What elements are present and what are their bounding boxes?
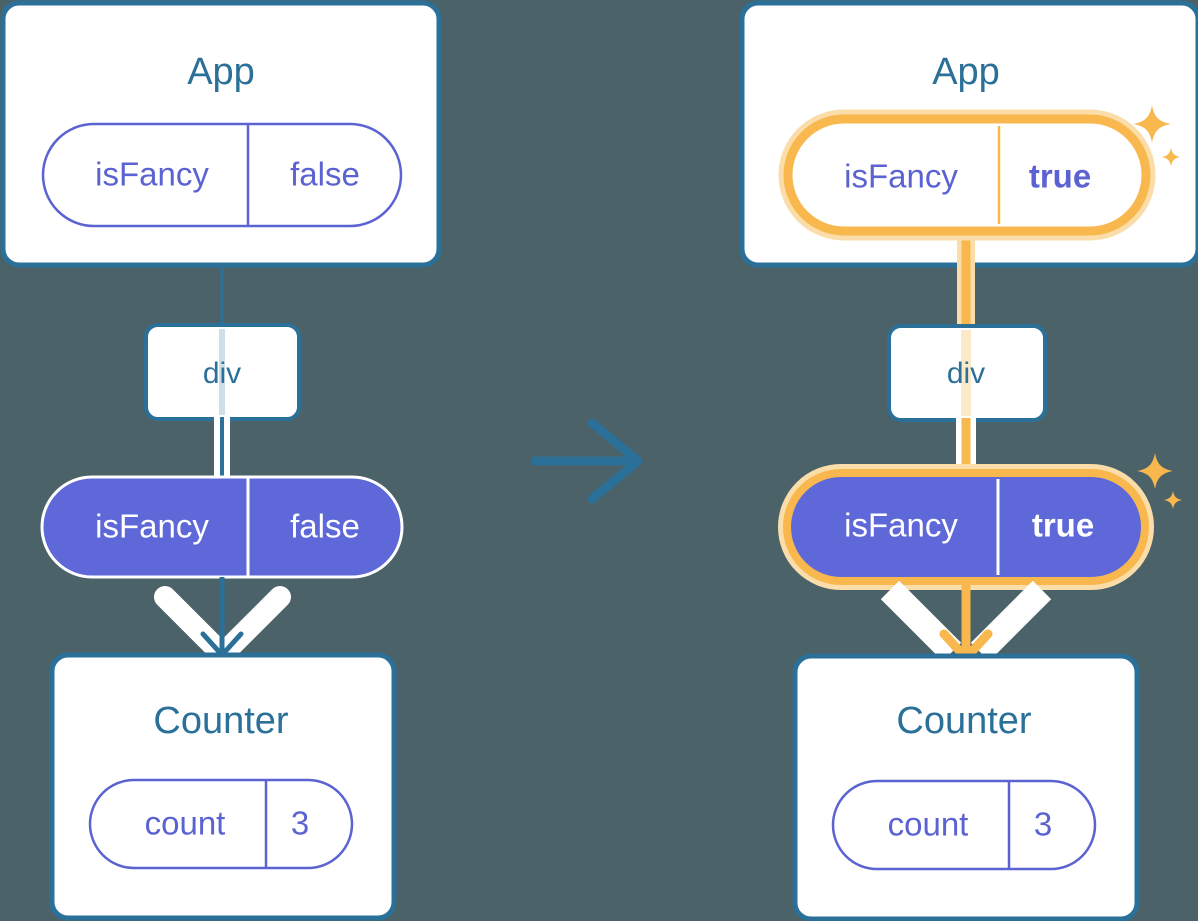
prop-pill-value-before: false: [290, 508, 360, 545]
prop-pill-name-after: isFancy: [844, 507, 958, 544]
counter-title-after: Counter: [896, 700, 1032, 742]
counter-title-before: Counter: [153, 700, 289, 742]
after-diagram: App isFancy true div: [739, 0, 1198, 921]
app-pill-ring-after: [783, 114, 1151, 236]
prop-pill-before[interactable]: isFancy false: [40, 475, 404, 579]
app-pill-name-before: isFancy: [95, 156, 209, 193]
counter-pill-name-after: count: [888, 806, 969, 843]
arrow-wings-after: [880, 580, 1052, 662]
before-diagram: App isFancy false div isFancy false: [0, 0, 442, 921]
counter-box-after[interactable]: Counter count 3: [792, 653, 1140, 921]
counter-box-before[interactable]: Counter count 3: [49, 652, 397, 921]
app-pill-frame-before: [41, 122, 403, 228]
app-title-before: App: [187, 51, 255, 93]
app-pill-after[interactable]: isFancy true: [778, 109, 1156, 241]
counter-pill-value-after: 3: [1034, 806, 1052, 843]
app-title-after: App: [932, 51, 1000, 93]
sparkle-large-icon: [1137, 453, 1173, 489]
arrow-to-counter-before: [200, 577, 244, 658]
transition-arrow-icon: [530, 418, 643, 504]
app-pill-name-after: isFancy: [844, 158, 958, 195]
div-box-after[interactable]: div: [887, 324, 1047, 422]
prop-pill-value-after: true: [1032, 507, 1094, 544]
sparkle-small-icon: [1164, 491, 1182, 509]
counter-pill-name-before: count: [145, 805, 226, 842]
app-pill-value-before: false: [290, 156, 360, 193]
app-box-before[interactable]: App isFancy false: [0, 0, 442, 268]
app-pill-value-after: true: [1029, 158, 1091, 195]
counter-pill-value-before: 3: [291, 805, 309, 842]
prop-pill-name-before: isFancy: [95, 508, 209, 545]
counter-pill-frame-after: [831, 779, 1097, 871]
div-box-before[interactable]: div: [144, 323, 301, 421]
arrow-to-counter-after: [939, 581, 993, 663]
div-label-after: div: [947, 357, 985, 390]
prop-pill-after[interactable]: isFancy true: [778, 464, 1154, 590]
counter-pill-frame-before: [88, 778, 354, 870]
div-label-before: div: [203, 357, 241, 390]
